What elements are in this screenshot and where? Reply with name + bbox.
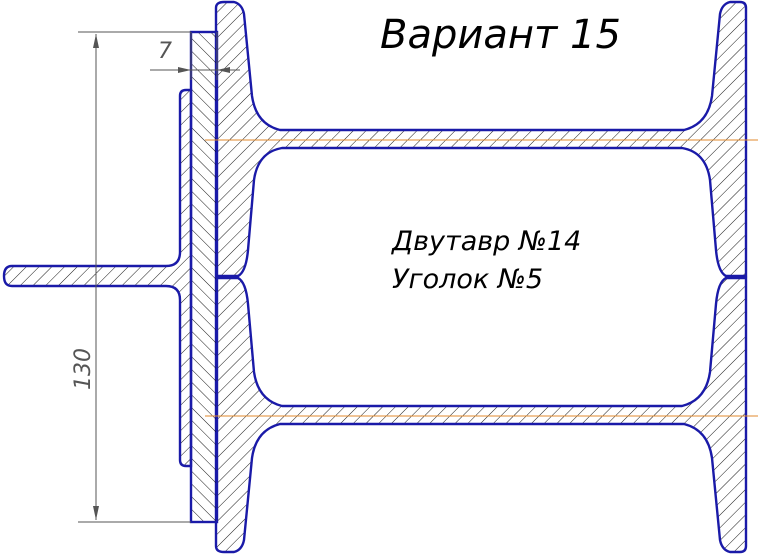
connection-plate — [189, 30, 219, 524]
thickness-value: 7 — [158, 39, 172, 64]
drawing-title: Вариант 15 — [380, 12, 621, 58]
angle-label: Уголок №5 — [392, 264, 543, 295]
beam-label: Двутавр №14 — [391, 226, 581, 257]
thickness-dimension — [150, 32, 240, 80]
height-dimension — [78, 31, 191, 523]
angle-section — [2, 88, 193, 468]
height-value: 130 — [71, 348, 96, 390]
upper-ibeam-section — [214, 0, 748, 278]
lower-ibeam-section — [214, 276, 748, 554]
